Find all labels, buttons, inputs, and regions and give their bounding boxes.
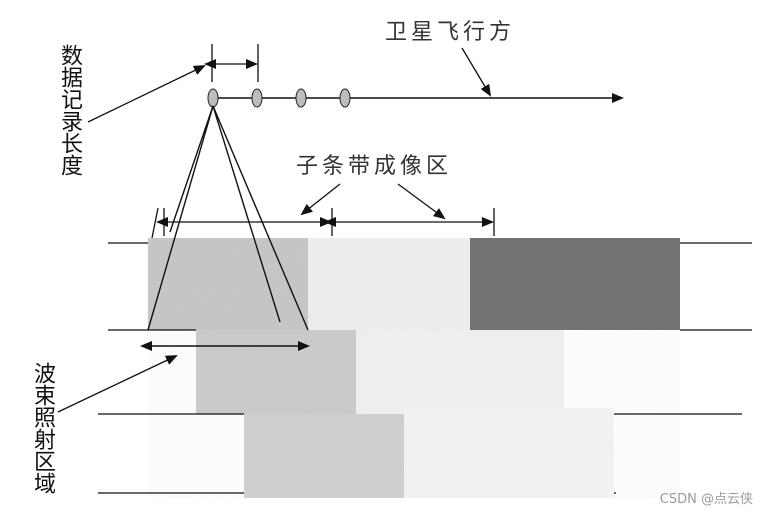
beam-line-3 [212, 105, 281, 323]
imaging-patches [148, 238, 680, 498]
subswath-pointer-left [300, 183, 341, 216]
subswath-start-mark [151, 207, 159, 239]
satellite-position-1 [207, 88, 219, 108]
subswath-dimension [151, 207, 495, 239]
swath-lines [98, 242, 752, 494]
flight-direction-pointer [461, 47, 492, 97]
data-record-length-label: 数据记录长度 [57, 44, 82, 176]
subswath-pointer-right [397, 183, 446, 220]
subswath-imaging-area-label: 子条带成像区 [296, 154, 453, 179]
beam-line-2 [169, 105, 214, 233]
watermark: CSDN @点云侠 [659, 492, 753, 507]
record-length-pointer [87, 65, 206, 123]
beam-area-pointer [57, 355, 178, 413]
satellite-positions [207, 88, 351, 108]
satellite-position-4 [339, 88, 351, 108]
satellite-position-3 [295, 88, 307, 108]
satellite-position-2 [251, 88, 263, 108]
flight-direction-label: 卫星飞行方 [385, 20, 516, 45]
record-length-marker [204, 44, 259, 82]
patch-grain [148, 238, 680, 498]
beam-illumination-area-label: 波束照射区域 [30, 362, 55, 494]
